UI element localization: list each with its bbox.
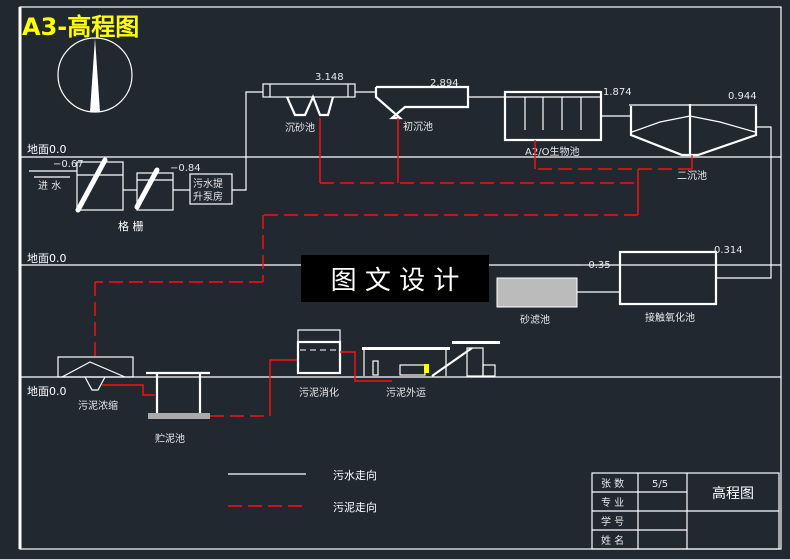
primary-label: 初沉池 <box>403 120 433 133</box>
legend-sewage-label: 污水走向 <box>333 468 377 482</box>
sludge-digester <box>296 329 342 375</box>
sewage-pipe <box>232 91 263 191</box>
contact-label: 接触氧化池 <box>645 311 695 324</box>
screen-1 <box>76 161 124 211</box>
a2o-tank <box>503 90 603 142</box>
grit-level: 3.148 <box>315 72 344 83</box>
thickener-label: 污泥浓缩 <box>78 399 118 412</box>
drawing-title-cell: 高程图 <box>712 485 754 502</box>
screen-label: 格 栅 <box>118 219 144 233</box>
contact-oxidation-tank <box>618 250 718 306</box>
screen-level: −0.84 <box>170 163 201 174</box>
major-label: 专 业 <box>601 496 624 509</box>
contact-level: 0.314 <box>714 245 743 256</box>
name-label: 姓 名 <box>601 534 624 547</box>
pump-house <box>189 173 233 205</box>
primary-clarifier <box>374 85 470 120</box>
watermark-box <box>301 255 489 302</box>
digestion-label: 污泥消化 <box>299 386 339 399</box>
pump-label-2: 升泵房 <box>193 190 223 203</box>
legend-sludge-label: 污泥走向 <box>333 500 377 514</box>
ground-label: 地面0.0 <box>27 252 67 265</box>
sludge-thickener <box>57 356 134 391</box>
pump-label-1: 污水提 <box>193 178 223 190</box>
sludge-dewatering-equipment <box>362 341 500 377</box>
storage-label: 贮泥池 <box>155 432 185 445</box>
filter-level: −0.35 <box>580 260 611 271</box>
secondary-label: 二沉池 <box>677 169 707 182</box>
inlet-level: −0.67 <box>53 159 84 170</box>
north-arrow-icon <box>57 37 133 113</box>
a2o-label: A2/O生物池 <box>525 145 579 158</box>
ground-label: 地面0.0 <box>27 143 67 156</box>
student-id-label: 学 号 <box>601 515 624 528</box>
filter-label: 砂滤池 <box>520 313 550 326</box>
transport-label: 污泥外运 <box>386 386 426 399</box>
sewage-pipe <box>716 126 772 279</box>
inlet-label: 进 水 <box>38 180 61 192</box>
primary-level: 2.894 <box>430 78 459 89</box>
secondary-level: 0.944 <box>728 91 757 102</box>
drawing-title: A3-高程图 <box>22 13 139 41</box>
sheets-label: 张 数 <box>601 477 624 490</box>
sand-filter <box>496 277 578 308</box>
grit-chamber <box>262 83 356 117</box>
sheets-value: 5/5 <box>652 479 668 490</box>
ground-label: 地面0.0 <box>27 385 67 398</box>
title-block <box>591 472 780 550</box>
watermark-text: 图 文 设 计 <box>331 266 460 296</box>
grit-label: 沉砂池 <box>285 121 315 134</box>
secondary-clarifier <box>629 104 758 157</box>
a2o-level: 1.874 <box>603 87 632 98</box>
sludge-storage-tank <box>146 371 210 419</box>
